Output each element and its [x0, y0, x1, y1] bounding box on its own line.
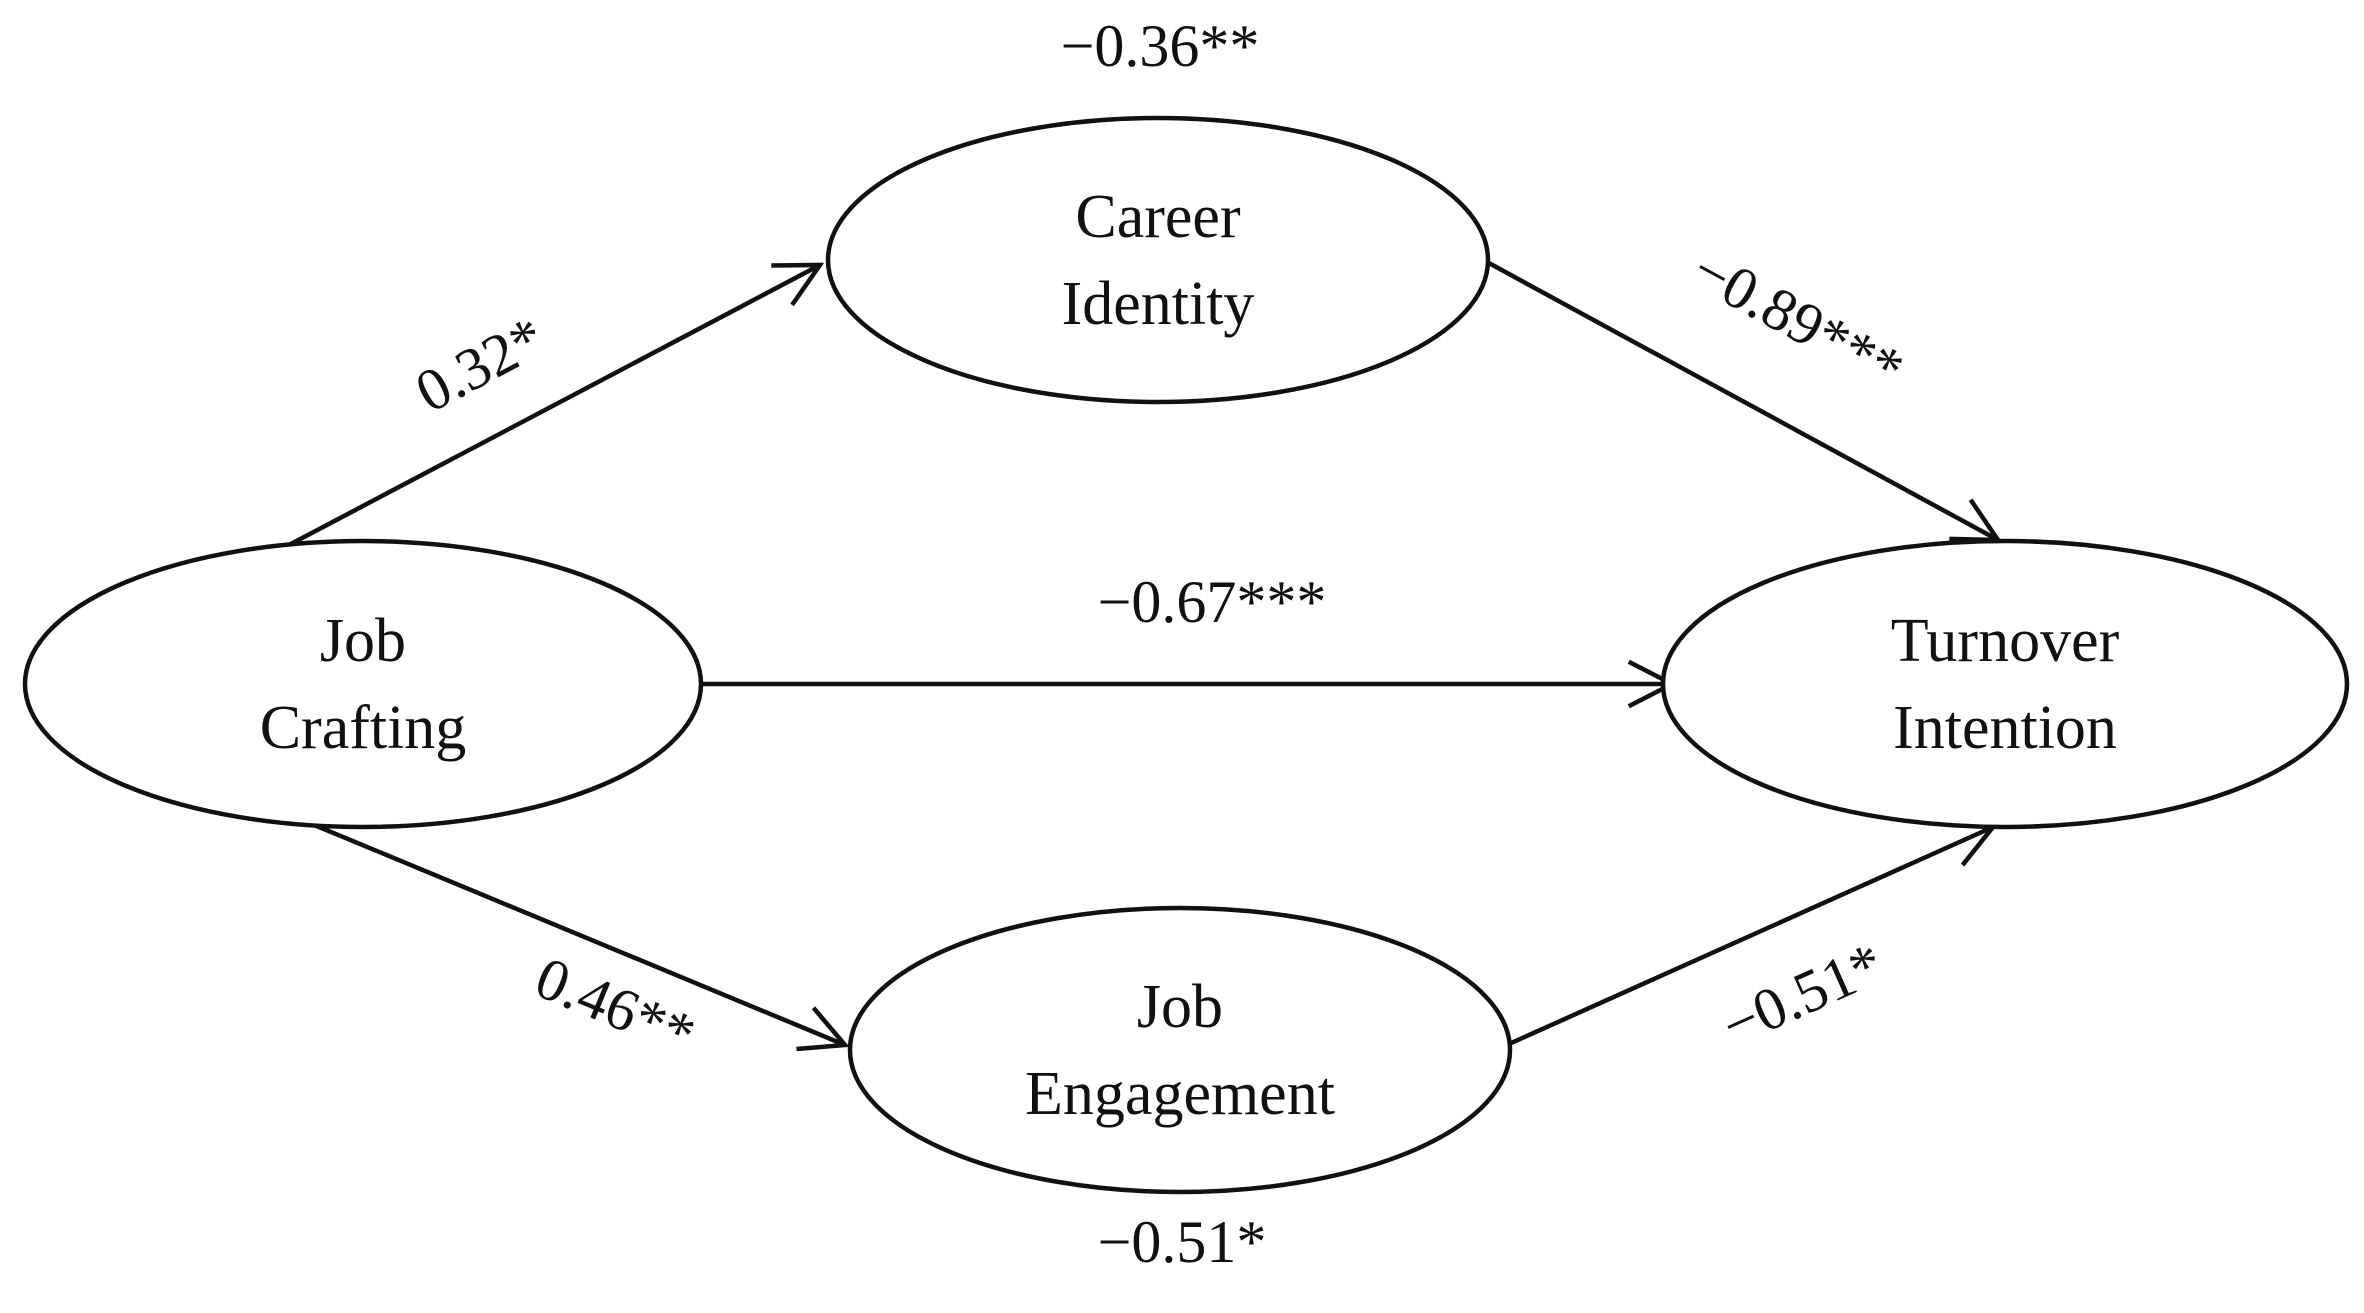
edge-line-jc-ci: [268, 265, 820, 557]
edge-label-je-ti: −0.51*: [1712, 930, 1893, 1059]
node-label-job-crafting-line1: Job: [320, 607, 406, 675]
edge-line-je-ti: [1499, 827, 1993, 1051]
edge-label-ci-ti: −0.89***: [1682, 236, 1915, 403]
node-ellipse-career-identity[interactable]: [825, 115, 1491, 405]
label-below-job-engagement: −0.51*: [1098, 1209, 1267, 1275]
node-label-job-crafting-line2: Crafting: [260, 694, 467, 762]
edge-label-jc-ti: −0.67***: [1098, 569, 1327, 635]
node-job-engagement[interactable]: Job Engagement: [847, 905, 1513, 1195]
edge-line-jc-je: [289, 812, 845, 1045]
edge-job-engagement-to-turnover-intention: −0.51*: [1499, 827, 1993, 1059]
node-label-job-engagement-line2: Engagement: [1025, 1060, 1335, 1128]
node-ellipse-turnover-intention[interactable]: [1660, 538, 2350, 830]
edge-label-jc-je: 0.46**: [527, 944, 705, 1068]
node-label-career-identity-line1: Career: [1075, 183, 1241, 251]
node-label-turnover-intention-line2: Intention: [1893, 694, 2117, 762]
label-above-career-identity: −0.36**: [1061, 13, 1260, 79]
node-label-career-identity-line2: Identity: [1062, 270, 1255, 338]
edge-job-crafting-to-turnover-intention: −0.67***: [700, 569, 1672, 684]
node-label-job-engagement-line1: Job: [1137, 973, 1223, 1041]
edge-line-ci-ti: [1485, 260, 1998, 540]
node-career-identity[interactable]: Career Identity: [825, 115, 1491, 405]
edge-career-identity-to-turnover-intention: −0.89***: [1485, 236, 1998, 540]
node-job-crafting[interactable]: Job Crafting: [22, 538, 704, 830]
node-label-turnover-intention-line1: Turnover: [1891, 607, 2120, 675]
node-ellipse-job-crafting[interactable]: [22, 538, 704, 830]
edge-job-crafting-to-career-identity: 0.32*: [268, 265, 820, 557]
node-turnover-intention[interactable]: Turnover Intention: [1660, 538, 2350, 830]
node-ellipse-job-engagement[interactable]: [847, 905, 1513, 1195]
edge-job-crafting-to-job-engagement: 0.46**: [289, 812, 845, 1068]
edge-label-jc-ci: 0.32*: [405, 304, 555, 425]
